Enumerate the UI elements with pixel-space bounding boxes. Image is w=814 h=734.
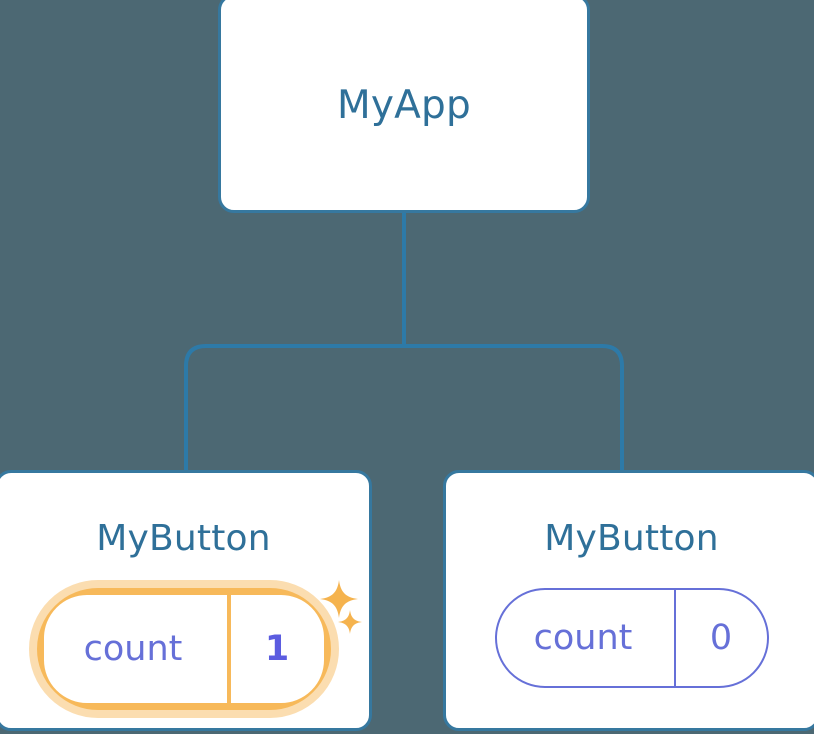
state-value-left: 1 (226, 595, 324, 703)
state-value-right: 0 (673, 590, 767, 686)
node-card-myapp[interactable]: MyApp (218, 0, 590, 213)
node-card-mybutton-left[interactable]: MyButton count 1 (0, 470, 372, 731)
state-pill-right[interactable]: count 0 (494, 588, 769, 688)
sparkle-small-icon (337, 610, 362, 634)
node-card-mybutton-right[interactable]: MyButton count 0 (443, 470, 814, 731)
state-pill-body-right[interactable]: count 0 (494, 588, 769, 688)
sparkle-large-icon (319, 580, 358, 618)
node-title-mybutton-right: MyButton (544, 518, 719, 559)
node-title-mybutton-left: MyButton (96, 518, 271, 559)
state-pill-left[interactable]: count 1 (28, 580, 362, 718)
connector-branch-bus (184, 344, 624, 472)
state-key-left: count (83, 628, 183, 669)
node-title-myapp: MyApp (337, 83, 471, 128)
state-pill-body-left[interactable]: count 1 (36, 588, 331, 710)
state-key-right: count (533, 617, 633, 658)
